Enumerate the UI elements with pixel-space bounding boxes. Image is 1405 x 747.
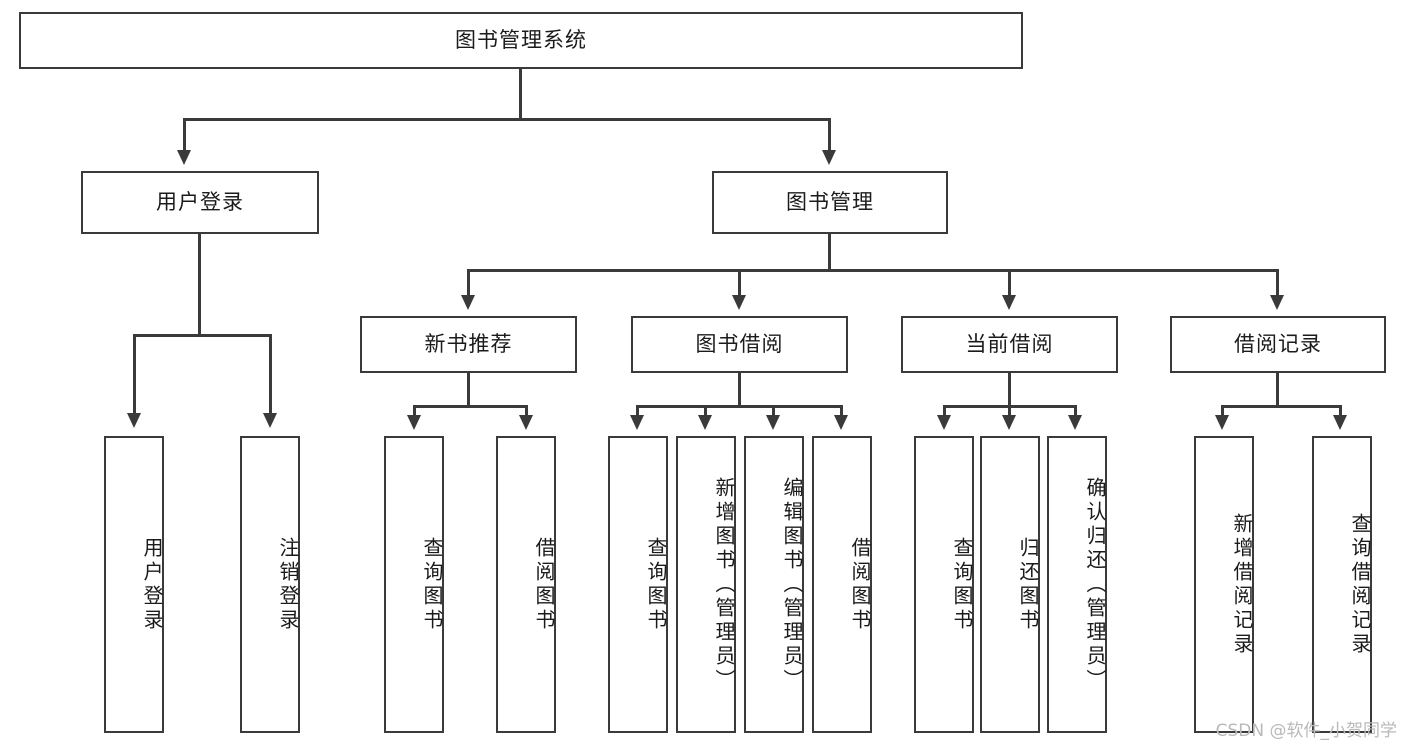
node-book-management[interactable]: 图书管理: [712, 171, 948, 234]
node-label: 查询图书: [950, 536, 974, 633]
leaf-query-borrow-record[interactable]: 查询借阅记录: [1312, 436, 1372, 733]
connector-new-book-drop-2: [525, 405, 528, 417]
arrow-book-borrow-leaf-1: [630, 415, 644, 430]
node-label: 用户登录: [156, 189, 244, 214]
connector-new-book-stem: [467, 373, 470, 407]
connector-user-login-stem: [198, 234, 201, 335]
node-label: 新增图书（管理员）: [712, 476, 736, 693]
arrow-root-to-user-login: [177, 150, 191, 165]
connector-book-mgmt-bar: [467, 269, 1279, 272]
leaf-query-book-current[interactable]: 查询图书: [914, 436, 974, 733]
leaf-borrow-book-recommend[interactable]: 借阅图书: [496, 436, 556, 733]
arrow-borrow-record-leaf-2: [1333, 415, 1347, 430]
leaf-return-book[interactable]: 归还图书: [980, 436, 1040, 733]
arrow-new-book-leaf-2: [519, 415, 533, 430]
arrow-current-borrow-leaf-1: [937, 415, 951, 430]
connector-book-mgmt-drop-3: [1008, 269, 1011, 297]
node-book-borrow[interactable]: 图书借阅: [631, 316, 848, 373]
connector-book-borrow-drop-4: [840, 405, 843, 417]
connector-book-mgmt-drop-1: [467, 269, 470, 297]
leaf-borrow-book[interactable]: 借阅图书: [812, 436, 872, 733]
connector-root-to-book-mgmt: [828, 118, 831, 152]
arrow-book-mgmt-child-1: [461, 295, 475, 310]
connector-book-borrow-drop-1: [636, 405, 639, 417]
arrow-user-login-leaf-1: [127, 413, 141, 428]
leaf-edit-book-admin[interactable]: 编辑图书（管理员）: [744, 436, 804, 733]
connector-new-book-bar: [413, 405, 528, 408]
connector-current-borrow-drop-2: [1008, 405, 1011, 417]
arrow-new-book-leaf-1: [407, 415, 421, 430]
connector-borrow-record-drop-2: [1339, 405, 1342, 417]
connector-user-login-drop-1: [133, 334, 136, 415]
arrow-current-borrow-leaf-2: [1002, 415, 1016, 430]
connector-book-mgmt-stem: [828, 234, 831, 271]
node-label: 归还图书: [1016, 536, 1040, 633]
connector-book-borrow-drop-2: [704, 405, 707, 417]
node-user-login[interactable]: 用户登录: [81, 171, 319, 234]
leaf-add-book-admin[interactable]: 新增图书（管理员）: [676, 436, 736, 733]
leaf-query-book-recommend[interactable]: 查询图书: [384, 436, 444, 733]
connector-book-borrow-stem: [738, 373, 741, 407]
node-label: 借阅图书: [848, 536, 872, 633]
connector-borrow-record-bar: [1221, 405, 1341, 408]
arrow-current-borrow-leaf-3: [1068, 415, 1082, 430]
leaf-query-book-borrow[interactable]: 查询图书: [608, 436, 668, 733]
node-label: 借阅记录: [1234, 331, 1322, 356]
connector-root-to-user-login: [183, 118, 186, 152]
connector-borrow-record-stem: [1276, 373, 1279, 407]
connector-borrow-record-drop-1: [1221, 405, 1224, 417]
node-label: 图书管理系统: [455, 27, 587, 52]
arrow-book-mgmt-child-2: [732, 295, 746, 310]
node-borrow-record[interactable]: 借阅记录: [1170, 316, 1386, 373]
node-label: 查询图书: [644, 536, 668, 633]
node-label: 借阅图书: [532, 536, 556, 633]
node-label: 新书推荐: [424, 331, 513, 356]
node-label: 查询图书: [420, 536, 444, 633]
arrow-user-login-leaf-2: [263, 413, 277, 428]
connector-root-stem: [519, 69, 522, 119]
leaf-logout[interactable]: 注销登录: [240, 436, 300, 733]
node-label: 查询借阅记录: [1348, 512, 1372, 657]
node-label: 编辑图书（管理员）: [780, 476, 804, 693]
connector-book-mgmt-drop-4: [1276, 269, 1279, 297]
node-label: 当前借阅: [965, 331, 1054, 356]
node-label: 新增借阅记录: [1230, 512, 1254, 657]
connector-current-borrow-drop-1: [943, 405, 946, 417]
node-label: 图书管理: [786, 189, 874, 214]
leaf-confirm-return-admin[interactable]: 确认归还（管理员）: [1047, 436, 1107, 733]
node-new-book-recommend[interactable]: 新书推荐: [360, 316, 577, 373]
arrow-book-borrow-leaf-2: [698, 415, 712, 430]
connector-user-login-bar: [133, 334, 272, 337]
leaf-add-borrow-record[interactable]: 新增借阅记录: [1194, 436, 1254, 733]
node-label: 图书借阅: [695, 331, 784, 356]
connector-book-mgmt-drop-2: [738, 269, 741, 297]
arrow-book-borrow-leaf-4: [834, 415, 848, 430]
connector-new-book-drop-1: [413, 405, 416, 417]
arrow-book-mgmt-child-4: [1270, 295, 1284, 310]
connector-user-login-drop-2: [269, 334, 272, 415]
node-label: 注销登录: [276, 536, 300, 633]
node-current-borrow[interactable]: 当前借阅: [901, 316, 1118, 373]
node-label: 用户登录: [140, 536, 164, 633]
node-root-system[interactable]: 图书管理系统: [19, 12, 1023, 69]
leaf-user-login[interactable]: 用户登录: [104, 436, 164, 733]
arrow-borrow-record-leaf-1: [1215, 415, 1229, 430]
node-label: 确认归还（管理员）: [1083, 476, 1107, 693]
arrow-book-mgmt-child-3: [1002, 295, 1016, 310]
connector-current-borrow-drop-3: [1074, 405, 1077, 417]
connector-current-borrow-stem: [1008, 373, 1011, 407]
arrow-book-borrow-leaf-3: [766, 415, 780, 430]
arrow-root-to-book-mgmt: [822, 150, 836, 165]
connector-root-bar: [183, 118, 831, 121]
connector-book-borrow-drop-3: [772, 405, 775, 417]
connector-book-borrow-bar: [636, 405, 842, 408]
